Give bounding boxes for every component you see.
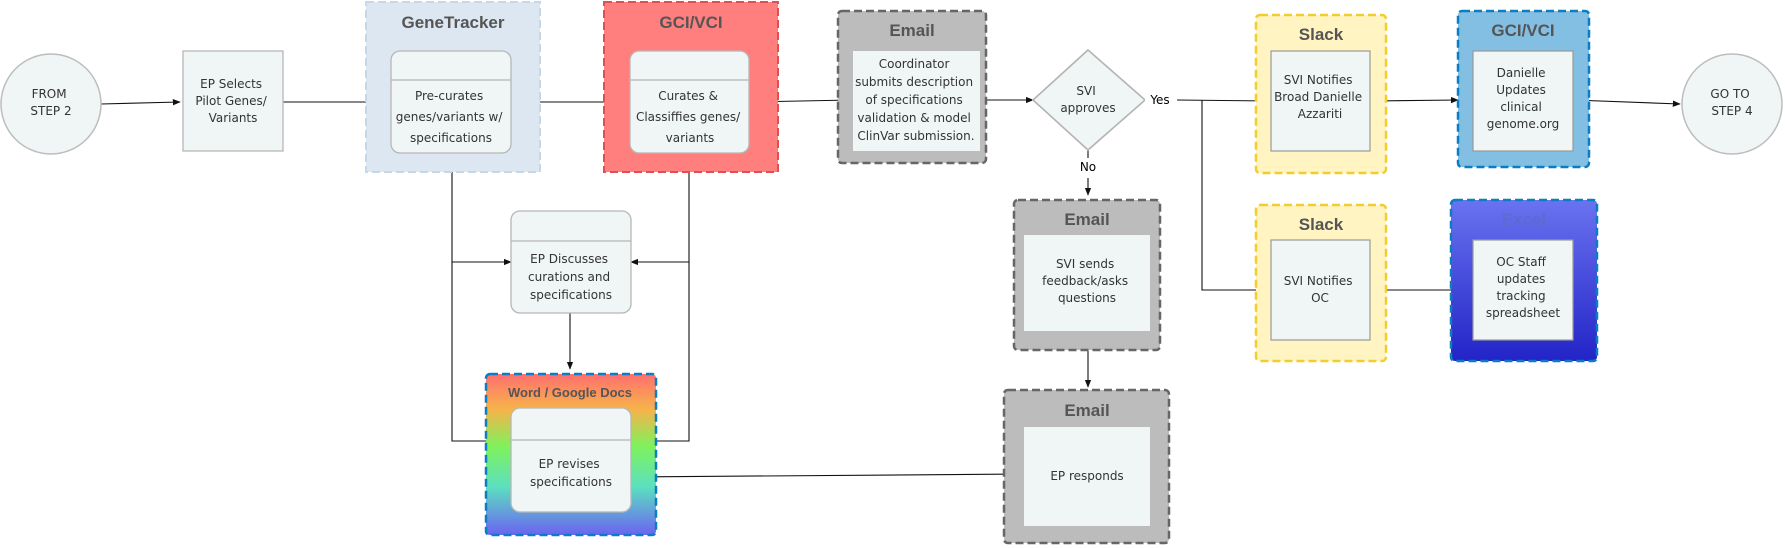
svg-text:EP revises specification: EP revises specifications: [530, 457, 612, 489]
excel-line-1: OC Staff: [1496, 255, 1546, 269]
excel-line-2: updates: [1497, 272, 1546, 286]
gci-vci-update-container: GCI/VCI Danielle Updates clinical genome…: [1456, 9, 1591, 169]
edge-from-step-to-ep-selects: [100, 98, 181, 106]
word-docs-line-1: EP revises: [539, 457, 600, 471]
svg-text:OC Staff updates t: OC Staff updates tracking spreadsheet: [1486, 255, 1561, 320]
word-docs-title: Word / Google Docs: [508, 385, 632, 400]
email-ep-responds-line-1: EP responds: [1050, 469, 1123, 483]
slack-oc-line-2: OC: [1311, 291, 1329, 305]
edge-yes-to-slack-broad: [1176, 97, 1271, 105]
excel-container: Excel OC Staff updates tracking spreadsh…: [1449, 198, 1599, 363]
gci-vci-update-line-2: Updates: [1496, 83, 1546, 97]
email-svi-feedback-line-2: feedback/asks: [1042, 274, 1128, 288]
gci-vci-update-line-4: genome.org: [1487, 117, 1560, 131]
email-coordinator-line-4: validation & model: [857, 111, 970, 125]
genetracker-line-3: specifications: [410, 131, 492, 145]
gci-vci-update-title: GCI/VCI: [1491, 21, 1554, 40]
email-coordinator-line-3: of specifications: [865, 93, 962, 107]
email-ep-responds-container: Email EP responds: [1002, 388, 1171, 545]
ep-discusses-line-1: EP Discusses: [530, 252, 608, 266]
slack-broad-title: Slack: [1299, 25, 1344, 44]
gci-vci-update-line-3: clinical: [1500, 100, 1542, 114]
slack-broad-line-1: SVI Notifies: [1284, 73, 1353, 87]
genetracker-title: GeneTracker: [401, 13, 504, 32]
word-docs-container: Word / Google Docs EP revises specificat…: [484, 372, 658, 537]
slack-oc-line-1: SVI Notifies: [1284, 274, 1353, 288]
go-to-step-line-1: GO TO: [1710, 87, 1749, 101]
ep-selects-line-3: Variants: [209, 111, 258, 125]
svg-text:EP responds: EP responds: [1050, 469, 1123, 483]
email-svi-feedback-container: Email SVI sends feedback/asks questions: [1012, 198, 1162, 352]
email-svi-feedback-line-1: SVI sends: [1056, 257, 1114, 271]
slack-broad-container: Slack SVI Notifies Broad Danielle Azzari…: [1254, 13, 1388, 175]
svg-text:SVI Notifies Broad Danie: SVI Notifies Broad Danielle Azzariti: [1274, 73, 1366, 121]
ep-selects-node: EP Selects Pilot Genes/ Variants: [182, 50, 284, 152]
edge-yes-to-slack-oc: [1201, 100, 1271, 294]
email-svi-feedback-title: Email: [1064, 210, 1109, 229]
go-to-step-node: GO TO STEP 4: [1681, 53, 1783, 155]
svi-approves-line-1: SVI: [1076, 84, 1095, 98]
slack-broad-line-2: Broad Danielle: [1274, 90, 1362, 104]
svg-text:SVI sends feedback/asks: SVI sends feedback/asks questions: [1042, 257, 1132, 305]
gci-vci-curate-line-2: Classiffies genes/: [636, 110, 741, 124]
no-label: No: [1080, 160, 1096, 174]
excel-line-3: tracking: [1497, 289, 1546, 303]
from-step-node: FROM STEP 2: [0, 53, 102, 155]
slack-broad-line-3: Azzariti: [1298, 107, 1342, 121]
yes-label: Yes: [1149, 93, 1169, 107]
edge-gci-vci-to-go-to-step: [1572, 99, 1681, 107]
slack-oc-container: Slack SVI Notifies OC: [1254, 203, 1388, 363]
from-step-line-2: STEP 2: [30, 104, 71, 118]
gci-vci-curate-line-3: variants: [666, 131, 715, 145]
from-step-line-1: FROM: [32, 87, 67, 101]
gci-vci-curate-line-1: Curates &: [658, 89, 718, 103]
svg-text:SVI Notifies OC: SVI Notifies OC: [1284, 274, 1357, 305]
svg-text:Coordinator submits desc: Coordinator submits description of speci…: [855, 57, 977, 143]
email-coordinator-line-5: ClinVar submission.: [857, 129, 974, 143]
go-to-step-line-2: STEP 4: [1711, 104, 1752, 118]
genetracker-line-2: genes/variants w/: [396, 110, 504, 124]
email-coordinator-line-2: submits description: [855, 75, 973, 89]
email-svi-feedback-line-3: questions: [1058, 291, 1116, 305]
genetracker-container: GeneTracker Pre-curates genes/variants w…: [365, 1, 541, 173]
svg-text:SVI approves: SVI approves: [1060, 84, 1115, 115]
gci-vci-update-line-1: Danielle: [1497, 66, 1546, 80]
excel-title: Excel: [1502, 210, 1546, 229]
svg-text:Danielle Updates c: Danielle Updates clinical genome.org: [1487, 66, 1560, 131]
genetracker-line-1: Pre-curates: [415, 89, 483, 103]
word-docs-line-2: specifications: [530, 475, 612, 489]
slack-oc-title: Slack: [1299, 215, 1344, 234]
ep-discusses-node: EP Discusses curations and specification…: [510, 210, 632, 314]
gci-vci-curate-container: GCI/VCI Curates & Classiffies genes/ var…: [603, 1, 779, 173]
ep-discusses-line-2: curations and: [528, 270, 610, 284]
ep-selects-line-1: EP Selects: [200, 77, 262, 91]
svg-text:Curates & Classiffies ge: Curates & Classiffies genes/ variants: [636, 89, 744, 145]
svg-text:Pre-curates genes/varian: Pre-curates genes/variants w/ specificat…: [396, 89, 506, 145]
svg-text:EP Discusses curations a: EP Discusses curations and specification…: [528, 252, 614, 302]
email-coordinator-container: Email Coordinator submits description of…: [836, 9, 988, 165]
ep-selects-line-2: Pilot Genes/: [195, 94, 267, 108]
edge-email-responds-to-word-docs: [630, 473, 1023, 481]
excel-line-4: spreadsheet: [1486, 306, 1561, 320]
email-coordinator-title: Email: [889, 21, 934, 40]
email-ep-responds-title: Email: [1064, 401, 1109, 420]
svg-text:FROM STEP 2: FROM STEP 2: [30, 87, 71, 118]
ep-discusses-line-3: specifications: [530, 288, 612, 302]
gci-vci-curate-title: GCI/VCI: [659, 13, 722, 32]
email-coordinator-line-1: Coordinator: [879, 57, 950, 71]
svi-approves-line-2: approves: [1060, 101, 1115, 115]
svg-text:GO TO STEP 4: GO TO STEP 4: [1710, 87, 1753, 118]
svi-approves-decision: SVI approves: [1031, 48, 1147, 152]
svg-text:EP Selects Pilot Genes/: EP Selects Pilot Genes/ Variants: [195, 77, 270, 125]
